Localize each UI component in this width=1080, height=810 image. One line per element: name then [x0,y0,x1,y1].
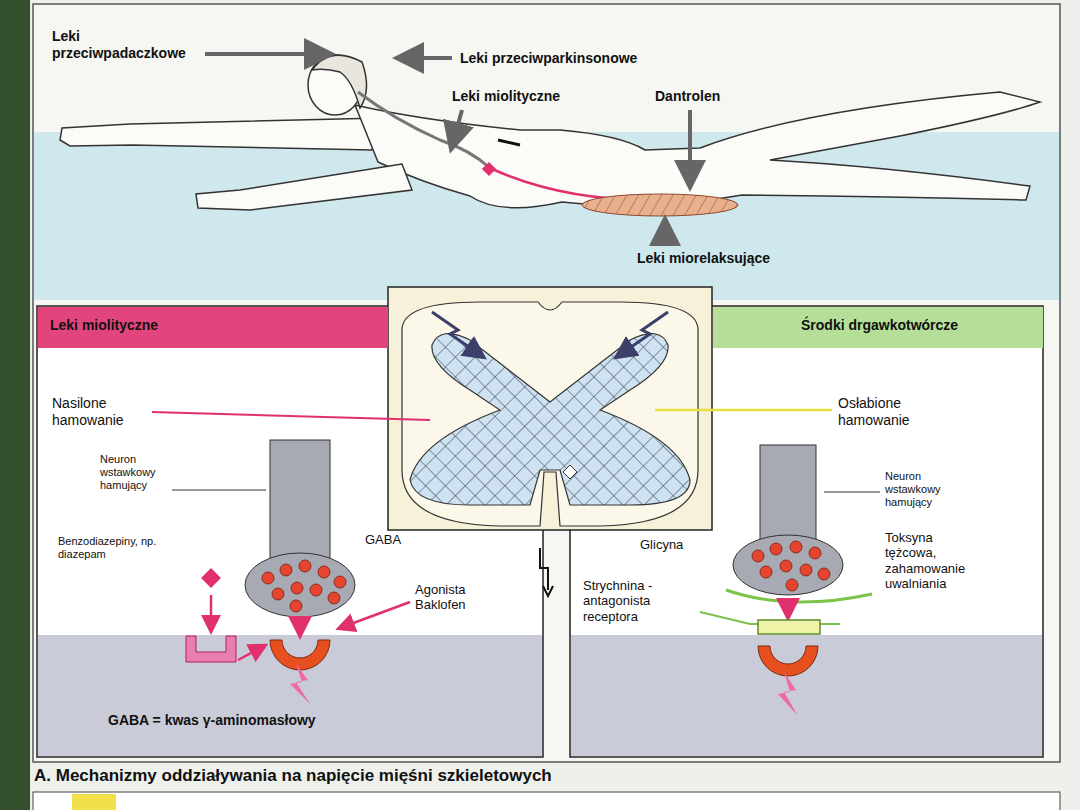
gray-matter [410,334,690,505]
strychnine-block [758,620,820,634]
callout-label: Leki miolityczne [452,88,612,105]
callout-label: Dantrolen [655,88,765,105]
impulse-bolt [290,664,310,704]
leader-line [152,412,430,420]
drug-arrows [205,54,690,246]
panel: Środki drgawkotwórcze [570,306,1043,757]
inhibitory-neuron [245,440,355,617]
agonist-arrow [340,602,410,628]
motor-neuron [482,162,496,176]
release-arrow [299,618,302,634]
callout-label: Strychnina - antagonista receptora [583,578,695,624]
callout-label: GABA [365,532,425,547]
panel-header: Środki drgawkotwórcze [713,307,1043,348]
leader-line [172,490,266,491]
benzodiazepine-symbol [201,568,221,588]
callout-label: Osłabione hamowanie [838,395,948,428]
gaba-receptor [270,640,330,670]
muscle [582,194,738,216]
callout-label: Benzodiazepiny, np. diazepam [58,535,188,561]
impulse-symbol [540,548,553,596]
impulse-arrow [432,312,482,356]
inhibitory-neuron [733,445,843,595]
leader-line [824,492,880,493]
toxin-line [726,590,872,602]
callout-label: Leki miorelaksujące [637,250,837,267]
modulation-arrow [238,646,264,660]
cord-outline [402,302,698,526]
panel-header: Leki miolityczne [38,307,388,348]
cord-section-box [388,287,712,530]
swimmer-figure [60,55,1040,210]
callout-label: Leki przeciwparkinsonowe [460,50,690,67]
impulse-arrow [618,312,668,356]
spinal-segment [498,140,520,145]
next-section-frame [33,792,1060,810]
callout-label: Glicyna [640,537,710,552]
postsynaptic-band [571,635,1042,756]
callout-label: Neuron wstawkowy hamujący [885,470,965,509]
figure-frame [33,4,1060,762]
callout-label: Nasilone hamowanie [52,395,148,428]
postsynaptic-band [38,635,542,756]
callout-label: Neuron wstawkowy hamujący [100,453,172,492]
callout-label: Agonista Baklofen [415,582,495,613]
callout-label: GABA = kwas γ-aminomasłowy [108,712,368,729]
impulse-bolt [778,672,798,716]
callout-label: Leki przeciwpadaczkowe [52,28,202,61]
panel: Leki miolityczne [37,306,543,757]
central-canal [563,465,577,479]
figure-caption: A. Mechanizmy oddziaływania na napięcie … [34,766,934,786]
leader-line [655,409,832,412]
glycine-receptor [758,646,818,676]
benzodiazepine-site [186,636,236,662]
next-section-tab [72,794,116,810]
binding-arrow [210,595,213,630]
slide-strip [0,0,30,810]
callout-label: Toksyna tężcowa, zahamowanie uwalniania [885,530,979,591]
release-arrow [787,598,790,616]
